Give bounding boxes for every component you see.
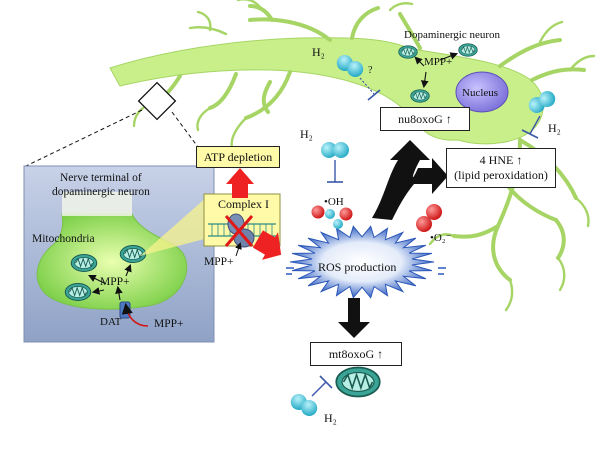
dat-label: DAT <box>100 316 122 328</box>
ros-to-nuclear-arrows <box>372 140 448 220</box>
hne-box-line1: 4 HNE ↑ <box>479 153 523 167</box>
terminal-mpp-arrows <box>88 263 132 301</box>
atp-depletion-arrow <box>226 168 254 198</box>
ros-dashes <box>286 267 446 275</box>
terminal-bouton-stem <box>62 192 132 216</box>
nucleus-label: Nucleus <box>462 87 499 99</box>
h2-molecule-mito <box>287 391 321 419</box>
hne-box: 4 HNE ↑ (lipid peroxidation) <box>446 148 556 188</box>
h2-nucleus-bar <box>367 89 381 101</box>
h2-nucleus-question: ? <box>368 65 373 76</box>
complex-mpp-label: MPP+ <box>204 256 234 268</box>
zoom-marker <box>137 81 177 121</box>
mitochondria-label: Mitochondria <box>32 233 95 245</box>
neuron-title: Dopaminergic neuron <box>404 29 501 41</box>
mt8oxog-box: mt8oxoG ↑ <box>310 342 402 366</box>
superoxide-label: •O₂⁻ <box>430 232 452 244</box>
soma-mpp-arrows <box>414 52 459 89</box>
h2-molecule-oh <box>321 142 349 158</box>
h2-inhibit-mito-bar <box>319 375 333 389</box>
soma-mitochondrion-3 <box>410 89 430 103</box>
ros-production-label: ROS production <box>318 260 397 274</box>
complex-i-label: Complex I <box>218 197 269 211</box>
nucleus-shape <box>455 71 509 113</box>
h2-inhibit-hne-bar <box>521 129 539 139</box>
complex-mpp-arrow <box>235 242 242 257</box>
soma-mitochondrion-2 <box>458 43 478 57</box>
hydroxyl-molecule <box>311 205 353 229</box>
neuron-mpp-label: MPP+ <box>424 56 453 68</box>
superoxide-molecule <box>416 204 442 232</box>
complex-i-inhibition-x <box>224 215 254 247</box>
h2-label-nucleus: H₂ <box>312 45 325 59</box>
h2-label-mito: H₂ <box>324 411 337 425</box>
terminal-mitochondrion-3 <box>64 282 92 302</box>
hne-box-line2: (lipid peroxidation) <box>454 168 548 182</box>
h2-label-oh: H₂ <box>300 127 313 141</box>
nu8oxog-box: nu8oxoG ↑ <box>380 107 470 131</box>
terminal-mitochondrion-1 <box>70 253 98 273</box>
terminal-title-1: Nerve terminal of <box>60 172 142 184</box>
h2-nucleus-dotted <box>359 77 375 95</box>
dat-mpp-entry-arrow <box>121 302 149 327</box>
terminal-mpp-label: MPP+ <box>100 276 130 288</box>
complex-callout <box>140 196 208 256</box>
atp-depletion-box: ATP depletion <box>196 146 280 168</box>
h2-inhibit-hne-line <box>529 115 541 135</box>
soma-mitochondrion-1 <box>398 45 418 59</box>
h2-inhibit-mito-line <box>311 381 327 397</box>
zoom-line-left <box>25 109 143 167</box>
hydroxyl-label: •OH <box>324 196 344 208</box>
ros-to-mito-arrow <box>338 298 370 338</box>
mpp-outside-label: MPP+ <box>154 318 184 330</box>
mitochondrion-bottom <box>335 366 381 398</box>
ros-production-arrow <box>252 230 282 260</box>
h2-label-hne: H₂ <box>548 121 561 135</box>
terminal-mitochondrion-2 <box>119 244 147 264</box>
terminal-title-2: dopaminergic neuron <box>52 186 150 198</box>
ros-burst <box>289 225 435 299</box>
